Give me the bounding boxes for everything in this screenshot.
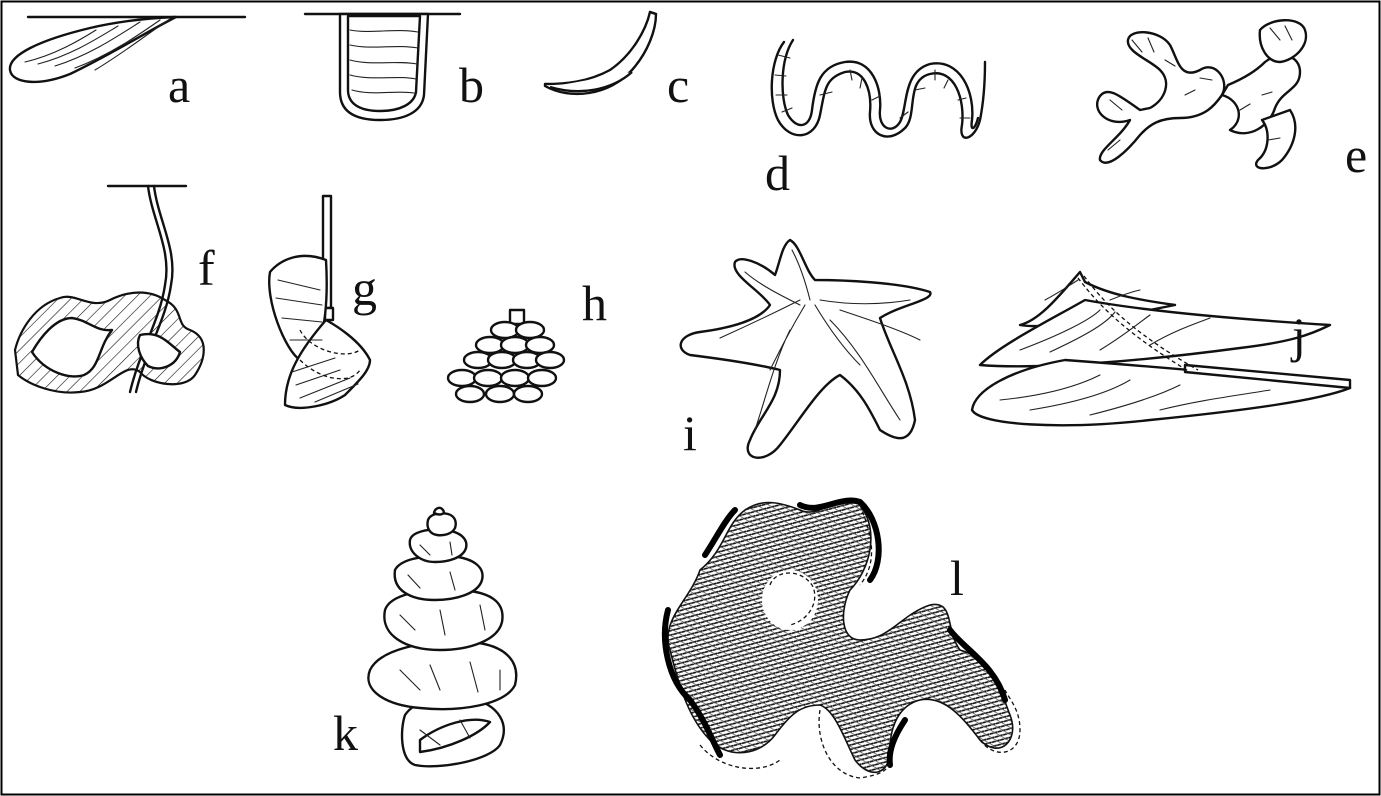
label-a: a [168,57,190,113]
specimen-e-drawing [1097,20,1306,168]
specimen-c-drawing [545,12,656,94]
label-d: d [765,145,790,201]
specimen-b-drawing [305,14,460,120]
specimen-l-drawing [665,500,1020,778]
specimen-i-drawing [681,240,931,458]
label-l: l [950,550,964,606]
specimen-h-drawing [448,310,564,402]
specimen-f-drawing [15,186,204,393]
label-j: j [1290,307,1306,363]
label-f: f [198,240,215,296]
label-i: i [683,405,697,461]
label-k: k [333,705,358,761]
specimen-d-drawing [772,40,985,138]
label-h: h [582,275,607,331]
label-b: b [459,57,484,113]
label-e: e [1345,127,1367,183]
label-g: g [352,260,377,316]
label-c: c [667,57,689,113]
specimen-k-drawing [368,508,516,766]
specimen-a-drawing [10,17,245,82]
